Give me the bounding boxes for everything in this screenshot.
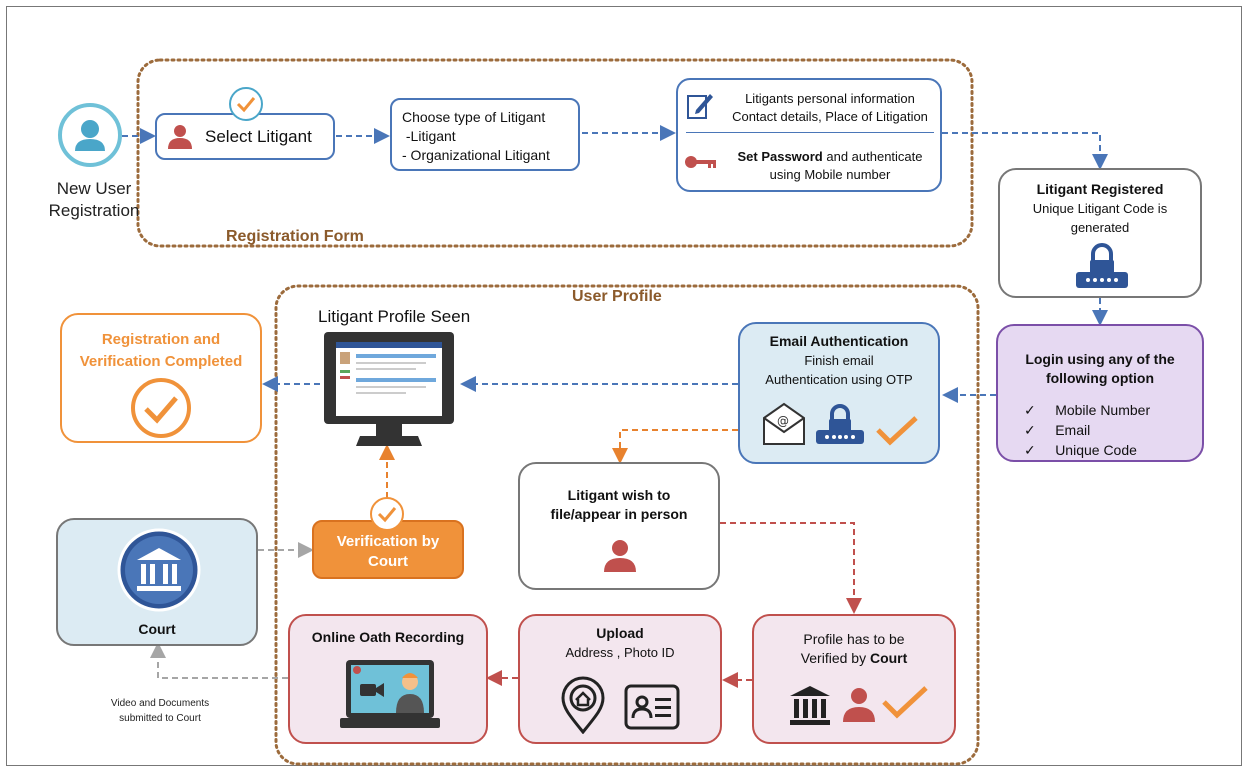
completed-box: Registration and Verification Completed — [60, 313, 262, 443]
password-rest: and authenticate — [822, 149, 923, 164]
login-option-mobile: ✓ Mobile Number — [1024, 402, 1151, 418]
check-circle-large-icon — [131, 378, 191, 438]
id-card-icon — [624, 684, 680, 730]
completed-line2: Verification Completed — [79, 353, 243, 370]
choose-type-box: Choose type of Litigant -Litigant - Orga… — [390, 98, 580, 171]
login-title2: following option — [1045, 370, 1155, 386]
check-circle-icon — [229, 87, 263, 121]
registered-box: Litigant Registered Unique Litigant Code… — [998, 168, 1202, 298]
svg-text:@: @ — [777, 414, 789, 428]
oath-title: Online Oath Recording — [311, 629, 465, 645]
personal-info-text: Litigants personal information Contact d… — [720, 90, 940, 126]
new-user-label: New User Registration — [44, 178, 144, 222]
oath-box: Online Oath Recording — [288, 614, 488, 744]
email-auth-line2: Authentication using OTP — [765, 372, 913, 387]
lock-icon — [1076, 243, 1128, 288]
verified-line2: Verified by — [800, 650, 870, 666]
person-red-icon — [604, 540, 636, 572]
email-auth-line1: Finish email — [804, 353, 874, 368]
wish-line2: file/appear in person — [550, 506, 688, 522]
envelope-icon: @ — [763, 402, 805, 445]
new-user-line1: New User — [56, 179, 132, 198]
submitted-label: Video and Documents submitted to Court — [92, 696, 228, 726]
upload-title: Upload — [596, 625, 644, 641]
personal-info-divider — [686, 132, 934, 133]
new-user-line2: Registration — [48, 201, 140, 220]
wish-line1: Litigant wish to — [567, 487, 671, 503]
diagram-frame — [6, 6, 1242, 766]
login-title: Login using any of the following option — [998, 350, 1202, 388]
video-call-icon — [340, 660, 440, 728]
choose-type-line2: -Litigant — [402, 128, 456, 144]
upload-box: Upload Address , Photo ID — [518, 614, 722, 744]
verified-box: Profile has to be Verified by Court — [752, 614, 956, 744]
check-circle-small-icon — [370, 497, 404, 531]
profile-seen-label: Litigant Profile Seen — [318, 307, 471, 326]
password-text: Set Password and authenticate using Mobi… — [720, 148, 940, 184]
checkmark-orange-icon — [882, 686, 928, 719]
new-user-avatar — [58, 103, 122, 167]
registered-line2: generated — [1070, 220, 1130, 235]
select-litigant-box[interactable]: Select Litigant — [155, 113, 335, 160]
edit-icon — [687, 94, 713, 119]
key-icon — [685, 156, 716, 168]
login-option-code-label: Unique Code — [1055, 442, 1137, 458]
select-litigant-label: Select Litigant — [205, 127, 312, 146]
password-bold: Set Password — [737, 149, 823, 164]
monitor-icon — [324, 332, 454, 446]
choose-type-line1: Choose type of Litigant — [402, 109, 546, 125]
password-line2: using Mobile number — [769, 167, 891, 182]
personal-info-line2: Contact details, Place of Litigation — [732, 109, 928, 124]
personal-info-line1: Litigants personal information — [745, 91, 915, 106]
court-building-icon — [117, 528, 201, 612]
person-verify-icon — [843, 688, 875, 722]
verified-line1: Profile has to be — [803, 631, 905, 647]
choose-type-line3: - Organizational Litigant — [402, 147, 550, 163]
personal-info-box: Litigants personal information Contact d… — [676, 78, 942, 192]
upload-line1: Address , Photo ID — [565, 645, 675, 660]
registered-title: Litigant Registered — [1036, 181, 1164, 197]
wish-box: Litigant wish to file/appear in person — [518, 462, 720, 590]
lock-otp-icon — [816, 404, 864, 444]
login-box: Login using any of the following option … — [996, 324, 1204, 462]
registered-line1: Unique Litigant Code is — [1032, 201, 1168, 216]
login-title1: Login using any of the — [1025, 351, 1175, 367]
user-icon — [75, 120, 105, 151]
court-icon — [790, 686, 830, 725]
email-auth-box: Email Authentication Finish email Authen… — [738, 322, 940, 464]
verification-line2: Court — [368, 553, 408, 570]
registration-form-label: Registration Form — [226, 228, 364, 245]
email-auth-title: Email Authentication — [769, 333, 909, 349]
verified-text: Profile has to be Verified by Court — [754, 630, 954, 668]
login-options: ✓ Mobile Number ✓ Email ✓ Unique Code — [1024, 400, 1202, 460]
completed-line1: Registration and — [101, 331, 221, 348]
person-icon — [168, 125, 192, 149]
submitted-line1: Video and Documents — [110, 698, 210, 709]
login-option-code: ✓ Unique Code — [1024, 442, 1137, 458]
verified-line2-bold: Court — [869, 650, 908, 666]
location-home-icon — [561, 676, 605, 734]
wish-title: Litigant wish to file/appear in person — [520, 486, 718, 524]
login-option-email-label: Email — [1055, 422, 1091, 438]
court-label: Court — [138, 621, 176, 637]
login-option-email: ✓ Email — [1024, 422, 1091, 438]
user-profile-label: User Profile — [572, 288, 662, 305]
login-option-mobile-label: Mobile Number — [1055, 402, 1151, 418]
submitted-line2: submitted to Court — [119, 713, 201, 724]
checkmark-icon — [876, 416, 918, 446]
verification-line1: Verification by — [336, 533, 440, 550]
completed-title: Registration and Verification Completed — [62, 329, 260, 373]
court-box: Court — [56, 518, 258, 646]
